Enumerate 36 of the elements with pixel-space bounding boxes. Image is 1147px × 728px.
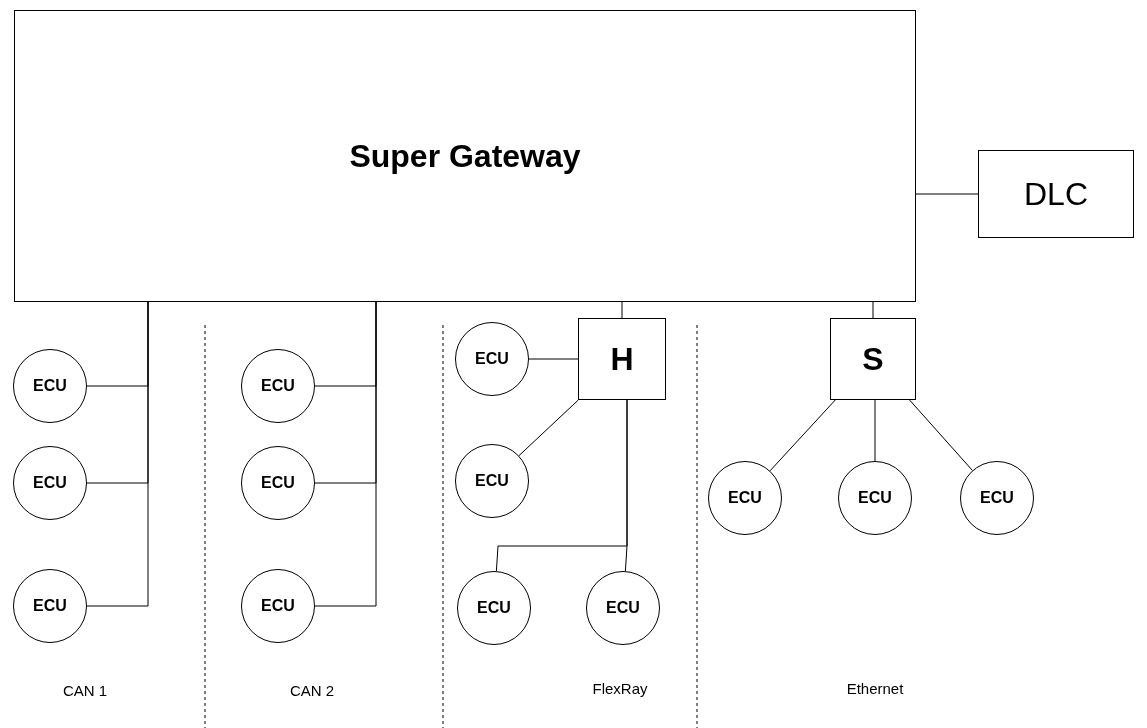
node-label: ECU xyxy=(858,489,892,507)
node-label: S xyxy=(862,340,884,378)
connector-line xyxy=(621,301,623,319)
node-label: ECU xyxy=(475,350,509,368)
connector-line xyxy=(909,399,973,471)
connector-line xyxy=(314,301,377,607)
connector-line xyxy=(769,399,836,472)
block-box xyxy=(830,318,916,400)
node-label: ECU xyxy=(980,489,1014,507)
connector-line xyxy=(874,399,876,462)
connector-line xyxy=(518,399,579,457)
bus-label: FlexRay xyxy=(592,680,648,697)
node-label: ECU xyxy=(33,474,67,492)
node-label: DLC xyxy=(1024,175,1088,213)
node-label: ECU xyxy=(477,599,511,617)
connector-line xyxy=(624,399,628,572)
connector-line xyxy=(915,193,979,195)
node-label: ECU xyxy=(728,489,762,507)
node-label: ECU xyxy=(261,597,295,615)
block-box xyxy=(578,318,666,400)
block-box xyxy=(978,150,1134,238)
node-label: Super Gateway xyxy=(349,137,581,175)
node-label: ECU xyxy=(606,599,640,617)
bus-label: Ethernet xyxy=(846,680,904,697)
connector-line xyxy=(86,301,149,607)
node-label: H xyxy=(610,340,634,378)
connector-line xyxy=(872,301,874,319)
node-label: ECU xyxy=(261,474,295,492)
node-label: ECU xyxy=(33,377,67,395)
node-label: ECU xyxy=(261,377,295,395)
bus-label: CAN 1 xyxy=(62,682,108,699)
bus-label: CAN 2 xyxy=(289,682,335,699)
connector-line xyxy=(528,358,579,360)
node-label: ECU xyxy=(33,597,67,615)
block-box xyxy=(14,10,916,302)
node-label: ECU xyxy=(475,472,509,490)
